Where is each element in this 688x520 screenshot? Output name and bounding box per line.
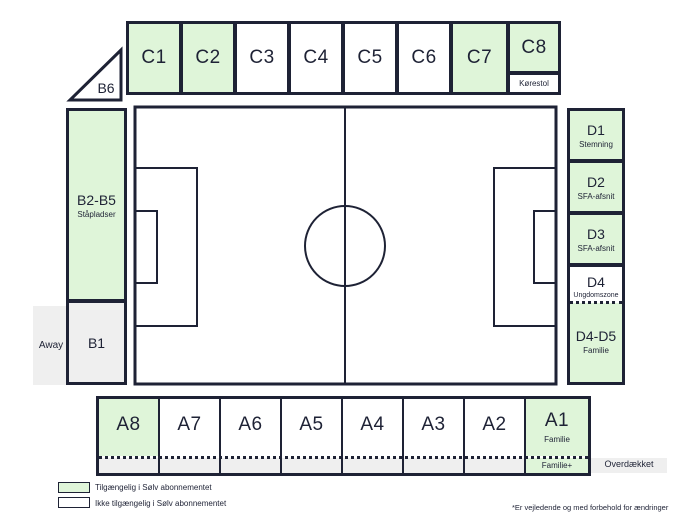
section-a5[interactable] [282, 399, 341, 456]
section-b2-b5-sublabel: Ståpladser [77, 209, 116, 219]
section-b6[interactable]: B6 [92, 80, 120, 98]
familie-plus-label: Familie+ [541, 461, 573, 470]
section-a1-label: A1 [544, 410, 570, 431]
section-b1-label: B1 [87, 334, 106, 351]
section-b2-b5[interactable]: B2-B5 Ståpladser [66, 108, 127, 302]
section-d3-label: D3 [587, 225, 605, 242]
a-stand [96, 396, 591, 476]
section-a8-label: A8 [116, 414, 141, 435]
section-a3-label: A3 [421, 414, 446, 435]
section-d3[interactable]: D3 SFA-afsnit [567, 212, 625, 266]
section-a3[interactable] [404, 399, 463, 456]
footnote: *Er vejledende og med forbehold for ændr… [512, 503, 669, 512]
section-d4-d5-text: D4-D5 Familie [570, 328, 622, 355]
a-separator [524, 399, 526, 473]
section-d1-sublabel: Stemning [579, 139, 613, 149]
section-a2-label: A2 [482, 414, 507, 435]
overdaekket-label: Overdækket [604, 459, 654, 469]
section-a7[interactable] [160, 399, 219, 456]
legend-available-label: Tilgængelig i Sølv abonnementet [95, 483, 212, 492]
legend-unavailable-label: Ikke tilgængelig i Sølv abonnementet [95, 499, 227, 508]
section-c8-sublabel: Kørestol [519, 79, 549, 88]
section-d2[interactable]: D2 SFA-afsnit [567, 160, 625, 214]
section-b1[interactable]: B1 [66, 300, 127, 385]
a-separator [158, 399, 160, 473]
a-separator [341, 399, 343, 473]
section-d1[interactable]: D1 Stemning [567, 108, 625, 162]
section-d3-sublabel: SFA-afsnit [577, 243, 615, 253]
section-b2-b5-label: B2-B5 [77, 191, 116, 208]
section-c3[interactable]: C3 [234, 21, 290, 95]
a-separator [280, 399, 282, 473]
section-a5-label: A5 [299, 414, 324, 435]
section-c5[interactable]: C5 [342, 21, 398, 95]
section-d2-sublabel: SFA-afsnit [577, 191, 615, 201]
section-c8-label: C8 [521, 36, 547, 58]
section-c4-label: C4 [303, 47, 329, 68]
section-a2[interactable] [465, 399, 524, 456]
a-separator [402, 399, 404, 473]
section-d4-label: D4 [587, 274, 605, 290]
section-d4-d5-sublabel: Familie [583, 346, 609, 355]
a-separator [463, 399, 465, 473]
section-a7-label: A7 [177, 414, 202, 435]
section-d1-label: D1 [587, 121, 605, 138]
a-separator [219, 399, 221, 473]
a-covered-strip [99, 458, 524, 473]
section-c7-label: C7 [466, 47, 493, 68]
legend-unavailable-swatch [58, 497, 90, 508]
section-b6-label: B6 [97, 80, 115, 96]
section-d2-label: D2 [587, 173, 605, 190]
section-c8-wheelchair[interactable]: Kørestol [507, 72, 561, 95]
section-c3-label: C3 [249, 47, 275, 68]
section-a6[interactable] [221, 399, 280, 456]
section-c2-label: C2 [195, 47, 221, 68]
section-c1[interactable]: C1 [126, 21, 182, 95]
section-a6-label: A6 [238, 414, 263, 435]
section-d4-sublabel: Ungdomszone [573, 292, 619, 299]
legend-available-swatch [58, 482, 90, 493]
section-d4[interactable]: D4 Ungdomszone [570, 274, 622, 299]
a-divider-dotted [99, 456, 588, 459]
section-c7[interactable]: C7 [450, 21, 509, 95]
section-a8[interactable] [99, 399, 158, 456]
section-d4-d5[interactable] [570, 303, 622, 382]
section-c6-label: C6 [411, 47, 437, 68]
a1-familie-plus-strip[interactable] [526, 458, 588, 473]
section-a4-label: A4 [360, 414, 385, 435]
section-a4[interactable] [343, 399, 402, 456]
away-label: Away [38, 340, 64, 351]
section-a1[interactable] [526, 399, 588, 456]
section-c2[interactable]: C2 [180, 21, 236, 95]
d4-divider-dotted [569, 301, 623, 304]
away-zone [33, 306, 69, 385]
section-c1-label: C1 [141, 47, 167, 68]
section-d4-d5-label: D4-D5 [575, 328, 617, 344]
overdaekket-strip [591, 458, 667, 473]
section-a1-sublabel: Familie [544, 435, 570, 444]
section-c5-label: C5 [357, 47, 383, 68]
